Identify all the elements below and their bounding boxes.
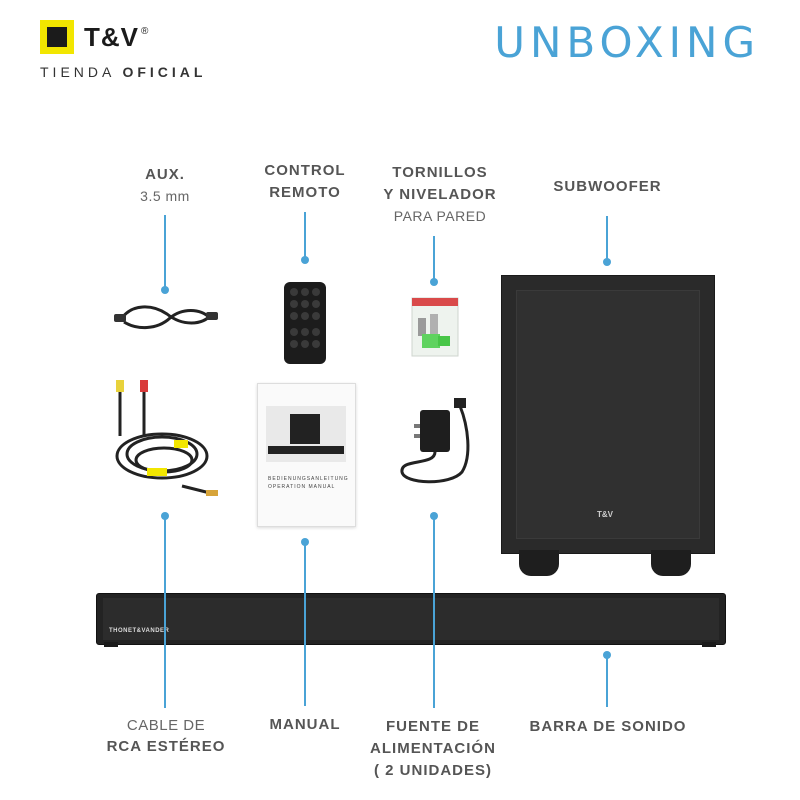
aux-title: AUX. [145, 166, 185, 183]
remote-title-1: CONTROL [264, 162, 346, 179]
store-tagline: TIENDA OFICIAL [40, 64, 206, 80]
remote-title-2: REMOTO [269, 184, 341, 201]
subwoofer-foot-right [651, 550, 691, 576]
rca-line1: CABLE DE [126, 717, 206, 734]
remote-connector-line [304, 212, 306, 260]
manual-doc-line1: BEDIENUNGSANLEITUNG [268, 476, 349, 482]
rca-line2: RCA ESTÉREO [106, 738, 226, 755]
manual-cover-photo [266, 406, 346, 462]
soundbar-brand: THONET&VANDER [109, 628, 170, 634]
aux-label: AUX. 3.5 mm [120, 164, 210, 206]
screws-subtitle: PARA PARED [393, 208, 487, 224]
power-adapter-image [400, 398, 470, 484]
screws-title-1: TORNILLOS [392, 164, 488, 181]
aux-connector-line [164, 215, 166, 290]
soundbar-connector-line [606, 657, 608, 707]
remote-connector-dot [301, 256, 309, 264]
registered-mark: ® [141, 25, 149, 37]
aux-subtitle: 3.5 mm [140, 188, 190, 204]
subwoofer-connector-line [606, 216, 608, 262]
soundbar-title: BARRA DE SONIDO [529, 718, 687, 735]
manual-doc-line2: OPERATION MANUAL [268, 484, 336, 490]
soundbar-connector-dot [603, 651, 611, 659]
soundbar-grille [103, 598, 719, 640]
subwoofer-foot-left [519, 550, 559, 576]
manual-connector-line [304, 544, 306, 706]
subwoofer-title: SUBWOOFER [553, 178, 662, 195]
brand-logo: T&V ® [40, 20, 148, 54]
page-title: UNBOXING [494, 18, 760, 67]
rca-label: CABLE DE RCA ESTÉREO [104, 716, 228, 758]
screws-bag-image [411, 297, 459, 357]
subwoofer-image: T&V [501, 275, 715, 554]
screws-title-2: Y NIVELADOR [383, 186, 497, 203]
rca-connector-line [164, 518, 166, 708]
store-emphasis: OFICIAL [122, 64, 207, 80]
soundbar-label: BARRA DE SONIDO [520, 716, 696, 738]
soundbar-image: THONET&VANDER [96, 593, 726, 645]
power-line1: FUENTE DE [385, 718, 480, 735]
manual-title: MANUAL [269, 716, 341, 733]
logo-square-icon [40, 20, 74, 54]
remote-label: CONTROL REMOTO [250, 160, 360, 204]
power-line2: ALIMENTACIÓN [370, 740, 496, 757]
screws-connector-line [433, 236, 435, 282]
logo-text: T&V [84, 21, 139, 52]
aux-connector-dot [161, 286, 169, 294]
store-word: TIENDA [40, 64, 115, 80]
subwoofer-grille [516, 290, 700, 539]
soundbar-foot-right [702, 642, 716, 647]
rca-connector-dot [161, 512, 169, 520]
remote-control-image [284, 282, 326, 364]
subwoofer-label: SUBWOOFER [540, 176, 675, 198]
power-label: FUENTE DE ALIMENTACIÓN ( 2 UNIDADES) [358, 716, 508, 782]
manual-image: BEDIENUNGSANLEITUNG OPERATION MANUAL [257, 383, 356, 527]
screws-connector-dot [430, 278, 438, 286]
manual-connector-dot [301, 538, 309, 546]
subwoofer-badge: T&V [597, 510, 613, 519]
aux-cable-image [114, 305, 218, 329]
rca-cable-image [115, 380, 218, 496]
manual-label: MANUAL [252, 714, 358, 736]
subwoofer-connector-dot [603, 258, 611, 266]
power-connector-line [433, 518, 435, 708]
screws-label: TORNILLOS Y NIVELADOR PARA PARED [375, 162, 505, 226]
power-line3: ( 2 UNIDADES) [373, 762, 492, 779]
power-connector-dot [430, 512, 438, 520]
soundbar-foot-left [104, 642, 118, 647]
